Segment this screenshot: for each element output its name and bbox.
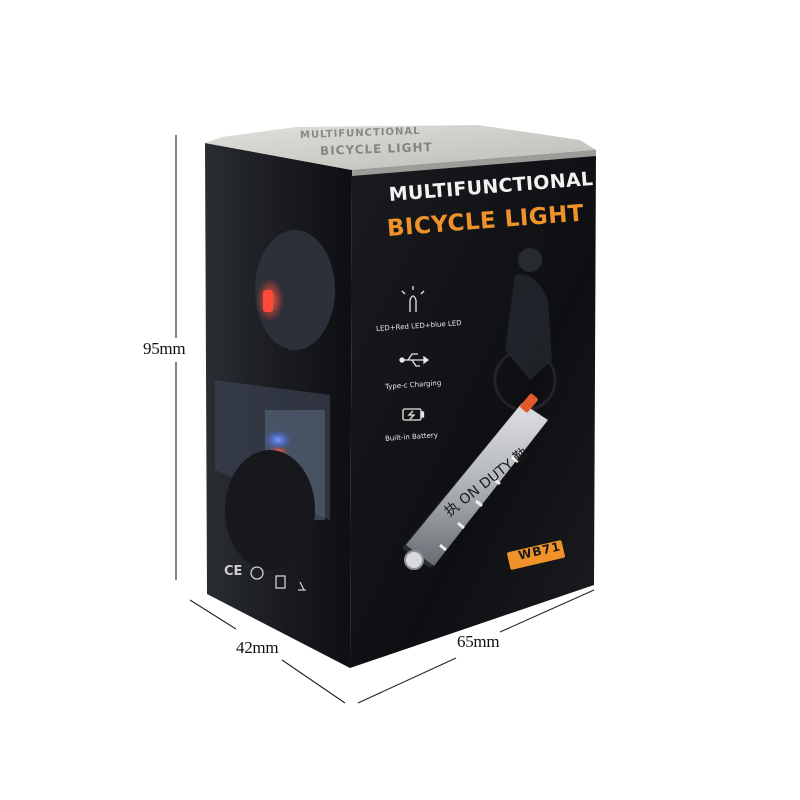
dimension-lines [175,135,595,704]
model-badge-bg [507,540,565,570]
width-line-upper [499,589,595,633]
bicycle-light-image [402,393,548,570]
ce-mark: CE [224,564,243,579]
box-top-flap-edge [352,150,596,176]
height-dimension-label: 95mm [143,339,186,358]
led-icon [401,286,425,312]
front-panel-photo [493,248,557,412]
width-dimension-label: 65mm [457,632,500,651]
certification-icons [250,566,306,591]
depth-dimension-label: 42mm [236,638,279,657]
box-top-flap [205,125,596,170]
width-line-lower [357,657,457,704]
side-panel-photo [215,230,335,570]
depth-line-lower [281,659,346,704]
battery-icon [402,408,425,421]
depth-line-upper [189,599,237,630]
usb-icon [399,353,430,367]
